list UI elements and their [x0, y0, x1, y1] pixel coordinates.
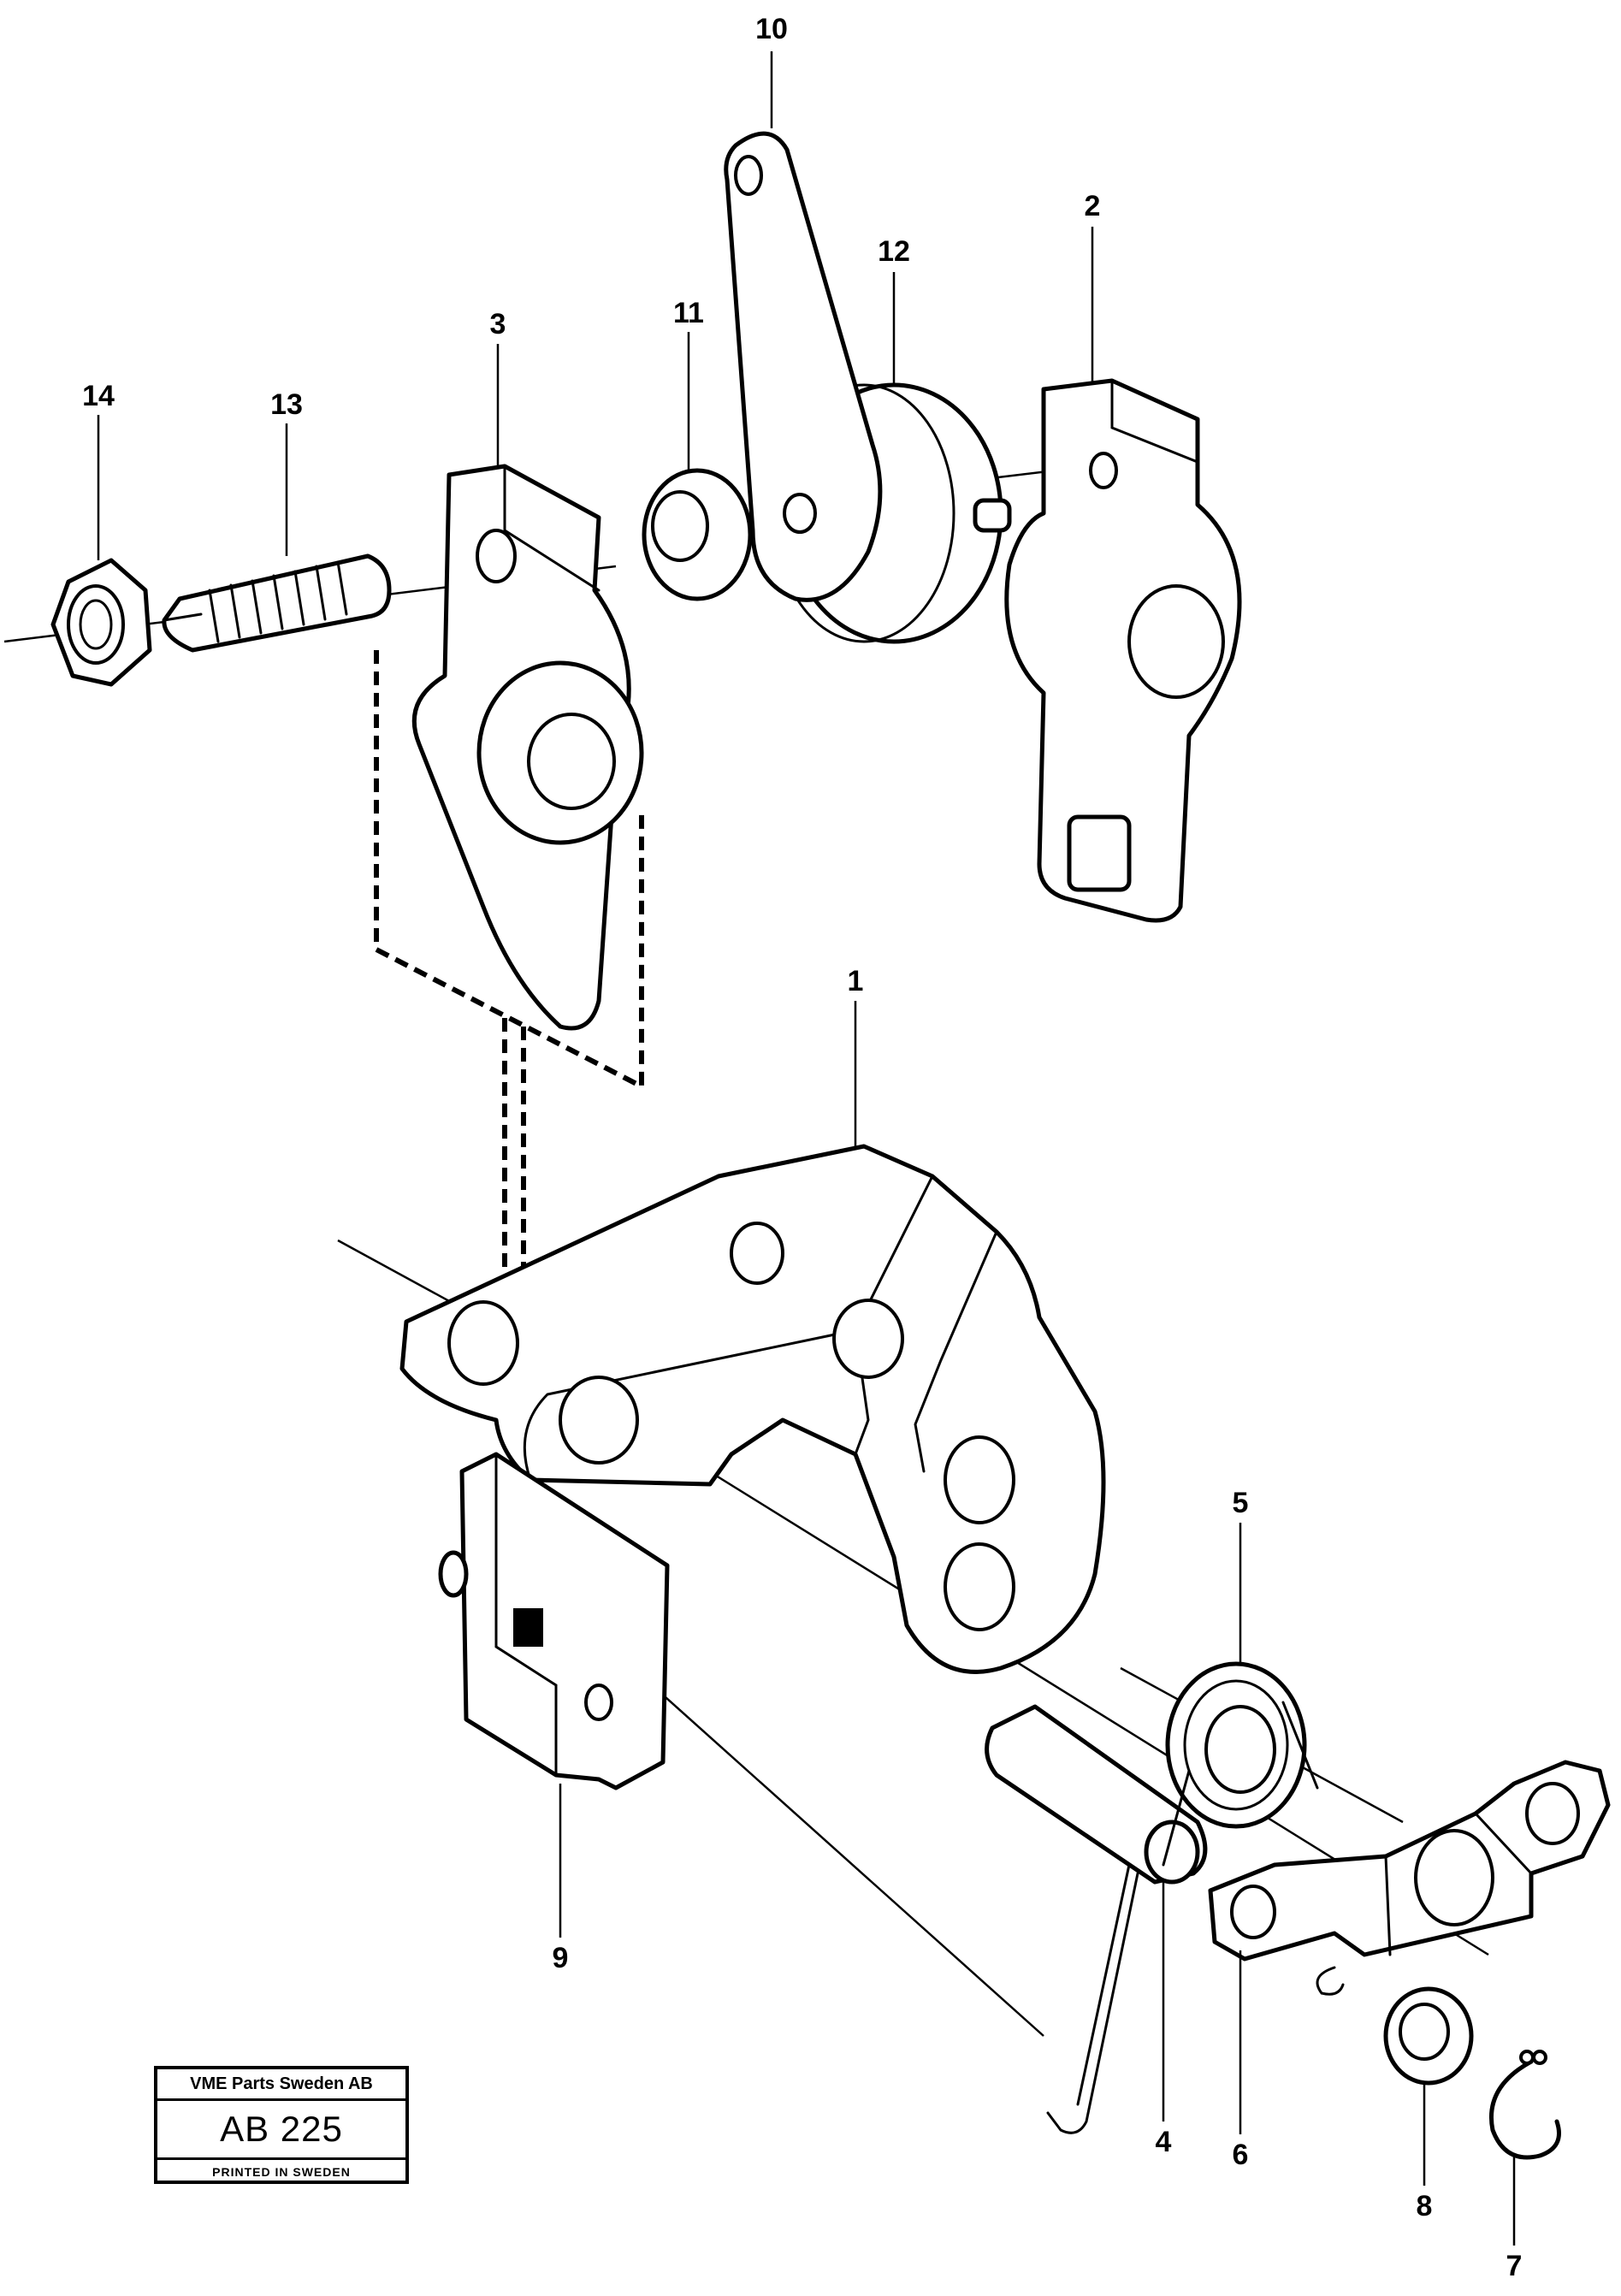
part-1-main-bracket	[399, 1144, 1106, 1674]
part-7-circlip	[1489, 2050, 1561, 2160]
callout-3: 3	[490, 308, 506, 340]
callout-labels: 10 12 2 3 11 13 14 1 5 9 4 6 8 7	[82, 13, 1522, 2282]
part-5-torsion-spring	[1162, 1661, 1319, 1867]
callout-9: 9	[553, 1942, 569, 1974]
stamp-company: VME Parts Sweden AB	[157, 2069, 405, 2101]
part-4-pin	[985, 1704, 1208, 2134]
part-8-washer	[1383, 1986, 1474, 2086]
part-14-hex-nut	[50, 558, 152, 687]
callout-14: 14	[82, 380, 115, 412]
leader-lines	[97, 51, 1516, 2246]
callout-12: 12	[878, 235, 910, 268]
callout-6: 6	[1233, 2139, 1249, 2171]
parts-catalog-stamp: VME Parts Sweden AB AB 225 PRINTED IN SW…	[154, 2066, 409, 2184]
callout-7: 7	[1506, 2250, 1523, 2282]
callout-5: 5	[1233, 1487, 1249, 1519]
stamp-code: AB 225	[157, 2101, 405, 2160]
part-13-threaded-stud	[162, 553, 392, 653]
callout-1: 1	[848, 965, 864, 997]
callout-2: 2	[1085, 190, 1101, 222]
callout-4: 4	[1156, 2126, 1172, 2158]
callout-8: 8	[1417, 2190, 1433, 2222]
part-3-lever-arm	[411, 464, 644, 1031]
part-11-bushing	[642, 468, 753, 601]
callout-10: 10	[755, 13, 788, 45]
part-2-lever-bracket	[1004, 378, 1242, 923]
part-9-clip-block	[438, 1452, 670, 1790]
part-6-bent-plate	[1208, 1760, 1611, 1996]
callout-13: 13	[270, 388, 303, 421]
part-10-lever-arm	[724, 131, 883, 602]
callout-11: 11	[673, 297, 704, 329]
stamp-printed: PRINTED IN SWEDEN	[212, 2165, 351, 2179]
